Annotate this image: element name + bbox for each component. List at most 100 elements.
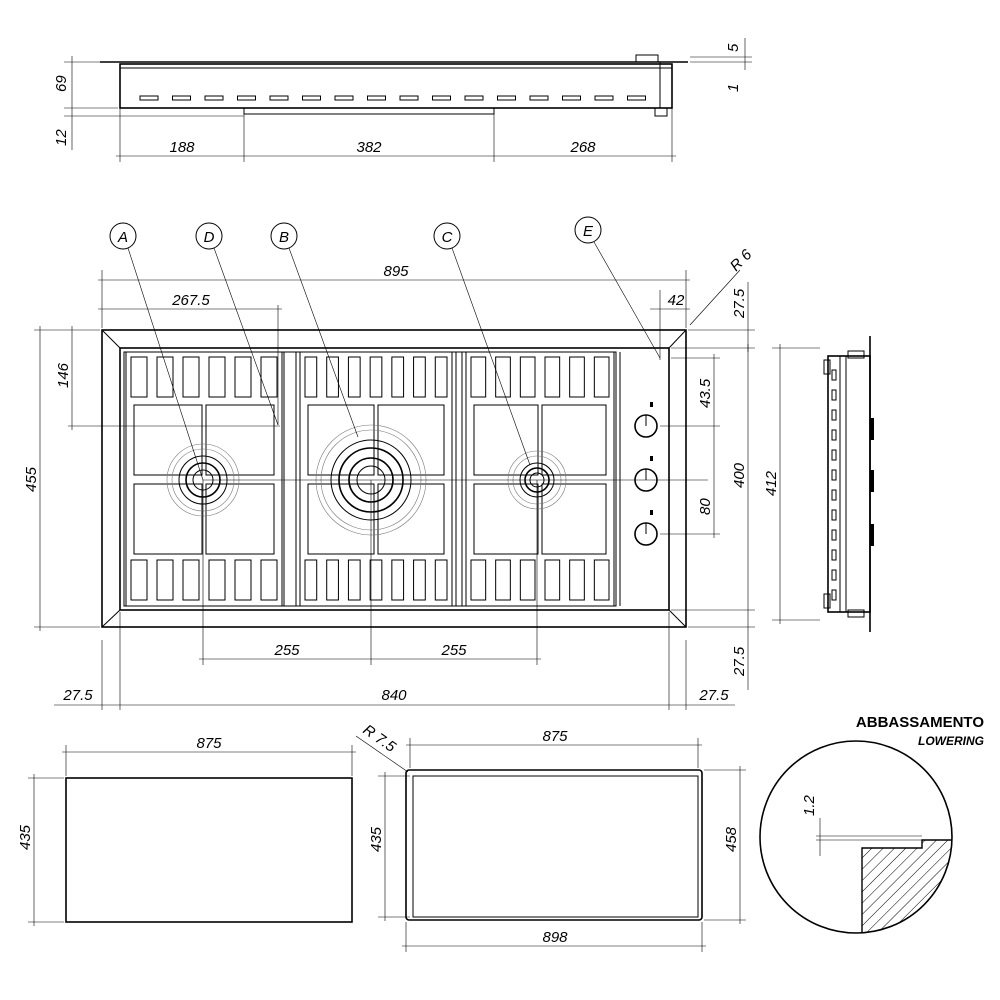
vent-slot <box>594 95 614 101</box>
dim-255-left: 255 <box>273 642 300 659</box>
dim-382: 382 <box>356 139 382 156</box>
grate-slot <box>519 559 536 601</box>
section-slot <box>831 549 837 561</box>
section-slot <box>831 489 837 501</box>
callout-labels: A D B C E <box>109 216 661 481</box>
grate-slot <box>347 559 361 601</box>
vent-slot <box>627 95 646 101</box>
grate-slot <box>470 559 487 601</box>
vent-slot <box>367 95 386 101</box>
lowering-detail: ABBASSAMENTO LOWERING 1.2 <box>759 714 984 934</box>
dim-27-5-right: 27.5 <box>698 687 729 704</box>
vent-slot <box>529 95 549 101</box>
callout-a: A <box>117 229 128 246</box>
grate-slot <box>470 356 487 398</box>
grate-slot <box>544 356 561 398</box>
cutout-recessed: R 7.5 875 435 458 898 <box>355 721 746 952</box>
dim-267-5: 267.5 <box>171 292 210 309</box>
dim-255-right: 255 <box>440 642 467 659</box>
control-knobs <box>634 402 658 546</box>
section-slot <box>831 589 837 601</box>
dim-875-a: 875 <box>196 735 222 752</box>
callout-d: D <box>204 229 215 246</box>
dim-458: 458 <box>723 826 740 852</box>
grate-slot <box>347 356 361 398</box>
dim-840: 840 <box>381 687 407 704</box>
detail-subtitle: LOWERING <box>918 734 984 748</box>
dim-12: 12 <box>53 129 70 146</box>
vent-slot <box>204 95 224 101</box>
grate-slot <box>208 356 226 398</box>
grate-frame <box>465 351 615 607</box>
dim-80: 80 <box>697 498 714 515</box>
grate-slot <box>593 559 610 601</box>
dim-27-5-left: 27.5 <box>62 687 93 704</box>
dim-875-b: 875 <box>542 728 568 745</box>
grate-slot <box>519 356 536 398</box>
dim-898: 898 <box>542 929 568 946</box>
section-slot <box>831 429 837 441</box>
grate-frame <box>299 351 453 607</box>
grate-slot <box>208 559 226 601</box>
hob-plan-view <box>101 329 708 665</box>
section-slot <box>831 389 837 401</box>
dim-27-5-top: 27.5 <box>731 288 748 319</box>
grate-slot <box>304 356 318 398</box>
side-elevation-view: 5 1 69 12 188 382 268 <box>53 38 752 162</box>
grate-cell <box>377 404 445 476</box>
grate-slot <box>260 356 278 398</box>
vent-slot <box>269 95 289 101</box>
plan-dimensions: 895 267.5 42 R 6 27.5 455 146 43.5 80 40… <box>23 246 820 710</box>
dim-1-2: 1.2 <box>801 794 818 816</box>
section-slot <box>831 469 837 481</box>
vent-slot <box>497 95 516 101</box>
section-slot <box>831 409 837 421</box>
grate-slot <box>326 559 339 601</box>
dim-412: 412 <box>763 470 780 496</box>
vent-slot <box>464 95 484 101</box>
grate-slot <box>326 356 339 398</box>
grate-slot <box>569 559 585 601</box>
grate-slot <box>234 356 252 398</box>
callout-b: B <box>279 229 289 246</box>
vent-slot <box>399 95 419 101</box>
cutout-flush: 875 435 <box>17 735 356 926</box>
dim-400: 400 <box>731 462 748 488</box>
vent-slot <box>562 95 581 101</box>
grate-slot <box>434 559 448 601</box>
grate-slot <box>413 356 426 398</box>
grate-slot <box>182 356 200 398</box>
dim-42: 42 <box>668 292 685 309</box>
grate-cell <box>307 483 375 555</box>
vent-slot <box>237 95 256 101</box>
grate-cell <box>205 404 275 476</box>
grate-cell <box>541 404 607 476</box>
vent-slot <box>139 95 159 101</box>
grate-slot <box>156 356 174 398</box>
side-section-view <box>823 336 874 632</box>
section-slot <box>831 529 837 541</box>
dim-895: 895 <box>383 263 409 280</box>
grate-slot <box>130 559 148 601</box>
dim-1: 1 <box>725 84 742 92</box>
grate-slot <box>182 559 200 601</box>
section-slot <box>831 509 837 521</box>
grate-slot <box>569 356 585 398</box>
vent-slot <box>172 95 191 101</box>
dim-455: 455 <box>23 466 40 492</box>
grate-cell <box>205 483 275 555</box>
grate-cell <box>133 404 203 476</box>
section-slots <box>831 369 837 601</box>
callout-c: C <box>442 229 453 246</box>
dim-435-a: 435 <box>17 824 34 850</box>
grate-slot <box>369 356 383 398</box>
callout-e: E <box>583 223 594 240</box>
grate-slot <box>130 356 148 398</box>
grate-slot <box>234 559 252 601</box>
side-vent-slots <box>139 95 646 101</box>
dim-27-5-bottom: 27.5 <box>731 646 748 677</box>
grate-frame <box>125 351 283 607</box>
dim-r6: R 6 <box>727 246 756 275</box>
section-slot <box>831 369 837 381</box>
